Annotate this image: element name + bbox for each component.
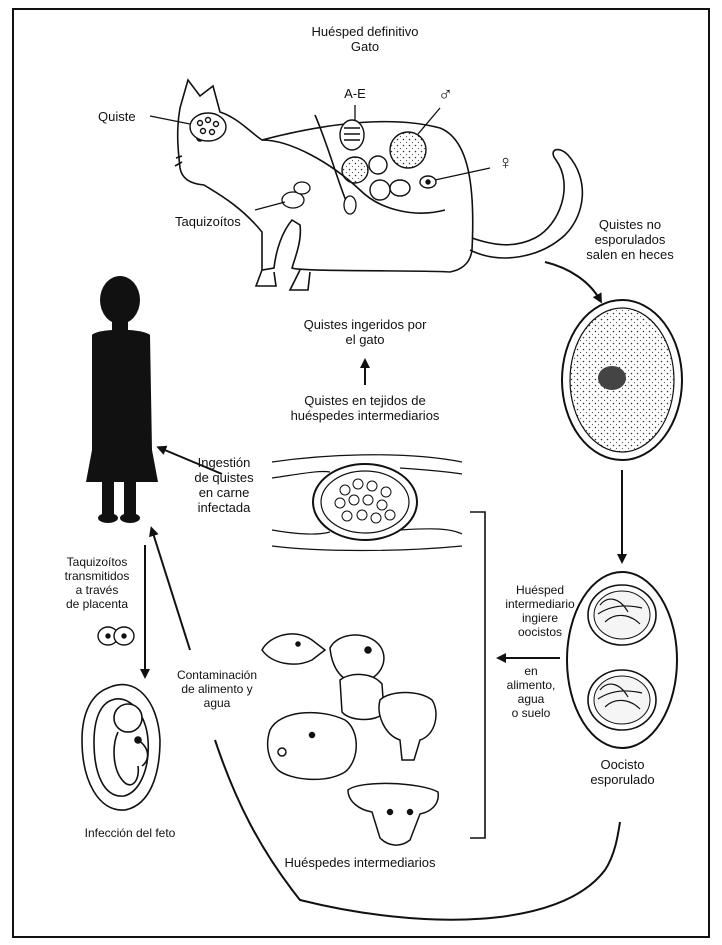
- sporulated-label: Oocisto esporulado: [575, 757, 670, 787]
- cyst-label: Quiste: [98, 109, 136, 124]
- meat-line1: Ingestión: [184, 455, 264, 470]
- ingested-by-cat-label: Quistes ingeridos por el gato: [280, 317, 450, 347]
- female-symbol-text: ♀: [498, 152, 513, 174]
- ingests-line3: ingiere: [500, 611, 580, 625]
- placenta-cell: [98, 627, 134, 645]
- arrow-cat-to-feces: [545, 262, 600, 300]
- intermediate-hosts-text: Huéspedes intermediarios: [255, 855, 465, 870]
- placenta-line1: Taquizoítos: [52, 555, 142, 569]
- placenta-line3: a través: [52, 583, 142, 597]
- contamination-line1: Contaminación: [162, 668, 272, 682]
- tissue-cysts-line2: huéspedes intermediarios: [275, 408, 455, 423]
- tissue-cysts-line1: Quistes en tejidos de: [275, 393, 455, 408]
- unsporulated-label: Quistes no esporulados salen en heces: [560, 217, 700, 262]
- placenta-line2: transmitidos: [52, 569, 142, 583]
- ae-text: A-E: [335, 86, 375, 101]
- tachyzoites-text: Taquizoítos: [175, 214, 241, 229]
- female-symbol: ♀: [498, 152, 513, 174]
- ae-label: A-E: [335, 86, 375, 101]
- in-food-label: en alimento, agua o suelo: [496, 664, 566, 720]
- in-food-line4: o suelo: [496, 706, 566, 720]
- cyst-text: Quiste: [98, 109, 136, 124]
- ingested-line1: Quistes ingeridos por: [280, 317, 450, 332]
- tissue-cysts-label: Quistes en tejidos de huéspedes intermed…: [275, 393, 455, 423]
- brain-cyst: [190, 113, 226, 141]
- meat-ingestion-label: Ingestión de quistes en carne infectada: [184, 455, 264, 515]
- sporulated-line2: esporulado: [575, 772, 670, 787]
- contamination-line2: de alimento y: [162, 682, 272, 696]
- contamination-label: Contaminación de alimento y agua: [162, 668, 272, 710]
- contamination-line3: agua: [162, 696, 272, 710]
- arrow-contamination-up: [152, 530, 190, 650]
- unsporulated-oocyst: [562, 300, 682, 460]
- fetal-infection-text: Infección del feto: [60, 826, 200, 841]
- sporulated-oocyst: [567, 572, 677, 748]
- unsporulated-line3: salen en heces: [560, 247, 700, 262]
- ingests-line4: oocistos: [500, 625, 580, 639]
- tissue-cyst-in-meat: [272, 455, 462, 551]
- male-symbol-text: ♂: [438, 84, 453, 106]
- fetal-infection-label: Infección del feto: [60, 826, 200, 841]
- definitive-host-label: Huésped definitivo Gato: [280, 24, 450, 54]
- intermediate-host-animals: [262, 634, 438, 845]
- meat-line2: de quistes: [184, 470, 264, 485]
- unsporulated-line2: esporulados: [560, 232, 700, 247]
- unsporulated-line1: Quistes no: [560, 217, 700, 232]
- definitive-host-line2: Gato: [280, 39, 450, 54]
- definitive-host-line1: Huésped definitivo: [280, 24, 450, 39]
- bracket-intermediate-hosts: [470, 512, 485, 838]
- male-symbol: ♂: [438, 84, 453, 106]
- tachyzoites-label: Taquizoítos: [175, 214, 241, 229]
- in-food-line1: en: [496, 664, 566, 678]
- placenta-label: Taquizoítos transmitidos a través de pla…: [52, 555, 142, 611]
- ingests-line1: Huésped: [500, 583, 580, 597]
- ingests-line2: intermediario: [500, 597, 580, 611]
- fetus-illustration: [82, 685, 160, 811]
- meat-line3: en carne: [184, 485, 264, 500]
- intestinal-stages: [340, 120, 436, 200]
- meat-line4: infectada: [184, 500, 264, 515]
- in-food-line2: alimento,: [496, 678, 566, 692]
- sporulated-line1: Oocisto: [575, 757, 670, 772]
- intermediate-ingests-label: Huésped intermediario ingiere oocistos: [500, 583, 580, 639]
- in-food-line3: agua: [496, 692, 566, 706]
- intermediate-hosts-label: Huéspedes intermediarios: [255, 855, 465, 870]
- woman-silhouette: [86, 276, 158, 523]
- placenta-line4: de placenta: [52, 597, 142, 611]
- ingested-line2: el gato: [280, 332, 450, 347]
